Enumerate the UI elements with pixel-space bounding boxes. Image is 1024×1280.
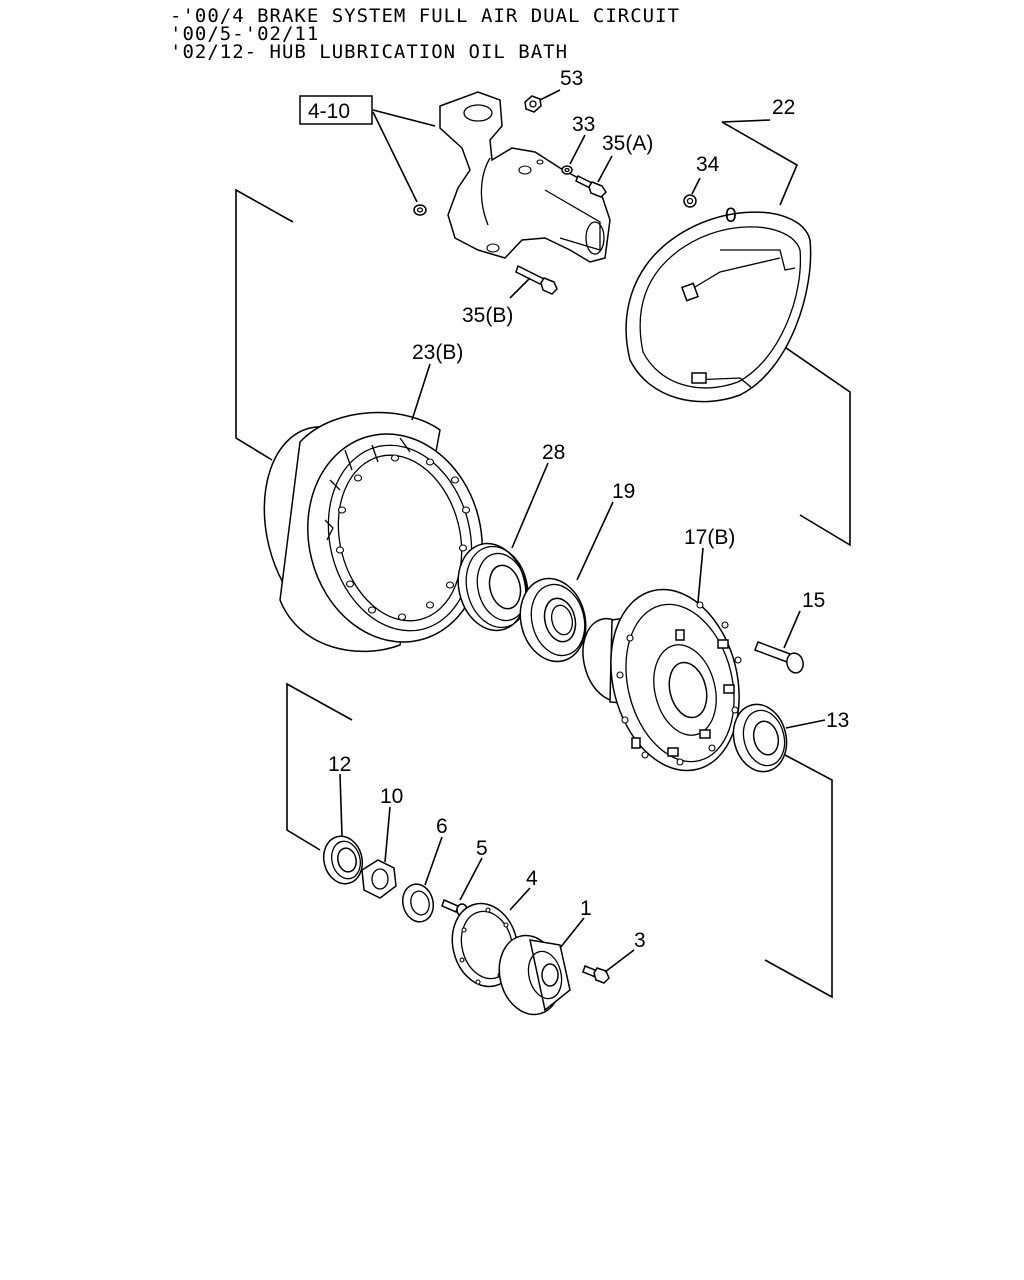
lock-plate-6 [401, 883, 435, 923]
callout-13: 13 [826, 709, 849, 732]
callout-10: 10 [380, 785, 403, 808]
hub-bolt-15 [754, 641, 804, 674]
header-line-2: '00/5-'02/11 [170, 23, 319, 45]
nut-34 [683, 194, 697, 208]
wheel-hub [582, 588, 742, 772]
callout-3: 3 [634, 929, 646, 952]
lock-washer-12 [322, 835, 364, 885]
callout-19: 19 [612, 480, 635, 503]
hub-studs [631, 629, 735, 757]
bolt-35a [575, 174, 607, 198]
small-bushing [413, 204, 427, 216]
washer-33 [561, 165, 573, 175]
diagram-header: -'00/4 BRAKE SYSTEM FULL AIR DUAL CIRCUI… [170, 5, 680, 63]
oil-seal-28 [457, 542, 529, 632]
callout-17b: 17(B) [684, 526, 735, 549]
bearing-19 [519, 577, 587, 663]
hub-cap-1 [498, 934, 571, 1016]
callout-35b: 35(B) [462, 304, 513, 327]
callout-1: 1 [580, 897, 592, 920]
callout-34: 34 [696, 153, 720, 176]
svg-text:0: 0 [725, 204, 737, 227]
callout-4-10: 4-10 [308, 100, 350, 123]
drum-bolt-holes [335, 454, 471, 621]
callout-labels: 4-10 53 33 35(A) 22 34 35(B) 23(B) 28 19… [299, 67, 849, 952]
callout-35a: 35(A) [602, 132, 653, 155]
callout-15: 15 [802, 589, 825, 612]
nut-53 [524, 95, 542, 113]
steering-knuckle [439, 91, 611, 263]
backing-plate: 0 [625, 204, 812, 403]
callout-22: 22 [772, 96, 795, 119]
hub-nut-10 [361, 859, 397, 899]
bolt-35b [515, 264, 558, 295]
assembly-brackets [235, 188, 851, 999]
callout-12: 12 [328, 753, 351, 776]
callout-28: 28 [542, 441, 565, 464]
leader-lines [339, 89, 826, 973]
callout-6: 6 [436, 815, 448, 838]
bearing-13 [732, 703, 788, 773]
callout-5: 5 [476, 837, 488, 860]
callout-box-4-10 [299, 95, 373, 125]
brake-drum [263, 411, 483, 653]
header-line-1: -'00/4 BRAKE SYSTEM FULL AIR DUAL CIRCUI… [170, 5, 680, 27]
callout-23b: 23(B) [412, 341, 463, 364]
header-line-3: '02/12- HUB LUBRICATION OIL BATH [170, 41, 568, 63]
callout-33: 33 [572, 113, 595, 136]
callout-53: 53 [560, 67, 583, 90]
bolt-3 [582, 965, 610, 984]
callout-4: 4 [526, 867, 538, 890]
